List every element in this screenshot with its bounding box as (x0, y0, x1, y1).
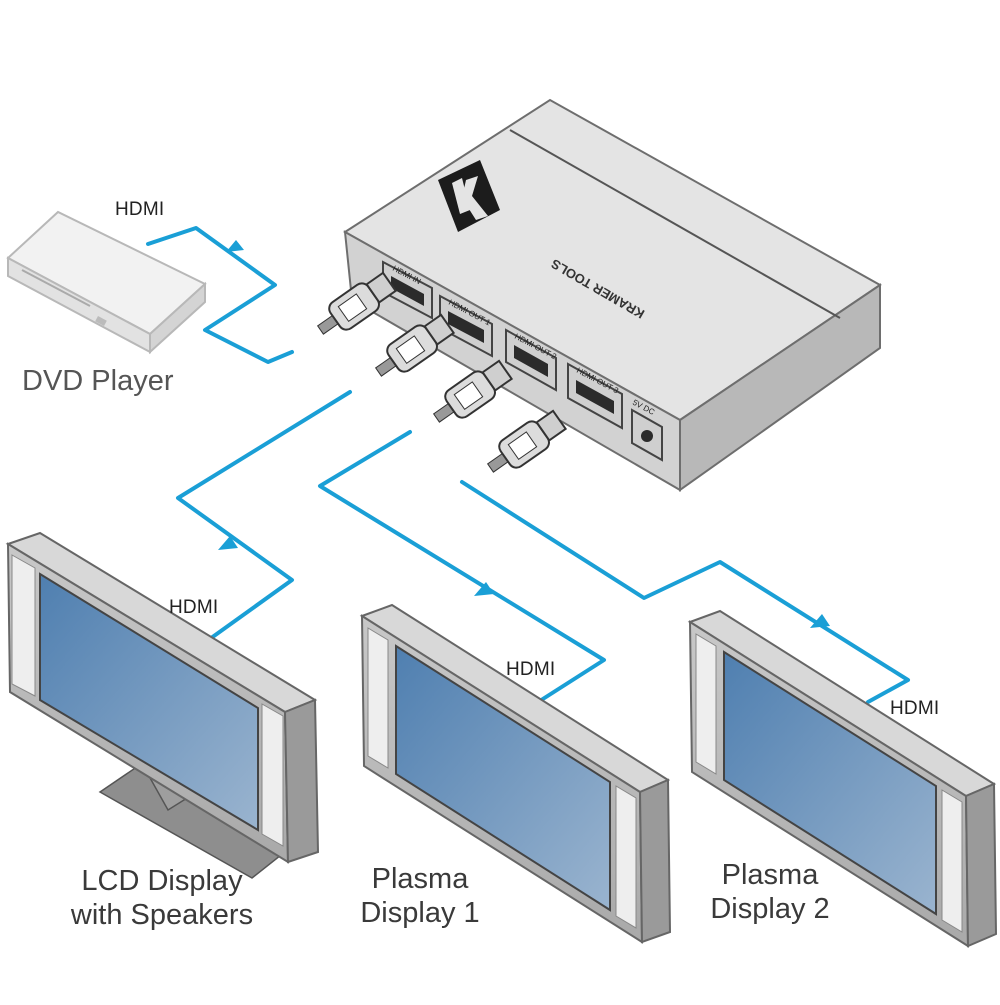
dvd-player-caption: DVD Player (22, 365, 174, 397)
cables (146, 226, 910, 706)
caption-line: Display 2 (710, 893, 830, 925)
cable-out2-to-plasma1 (318, 430, 606, 706)
connector-in (316, 271, 398, 335)
arrow-icon (218, 536, 238, 550)
caption-line: Display 1 (360, 897, 480, 929)
hdmi-label-source: HDMI (115, 199, 165, 220)
cable-dvd-to-splitter (146, 226, 294, 364)
connector-out-1 (374, 313, 456, 377)
hdmi-connectors (316, 271, 568, 473)
splitter-device: KRAMER TOOLS HDMI IN HDMI OUT 1 HDMI OUT… (343, 98, 882, 492)
arrow-icon (474, 582, 494, 596)
kramer-logo (438, 160, 500, 232)
caption-line: Plasma (721, 859, 819, 891)
arrow-icon (226, 240, 244, 252)
hdmi-label-plasma-1: HDMI (506, 659, 556, 680)
cable-arrows (218, 240, 830, 628)
connector-out-3 (486, 409, 568, 473)
caption-line: with Speakers (70, 899, 254, 931)
connector-out-2 (432, 359, 514, 423)
hdmi-label-lcd: HDMI (169, 597, 219, 618)
plasma-display-1-caption: Plasma Display 1 (340, 862, 500, 930)
caption-line: LCD Display (81, 865, 243, 897)
caption-line: Plasma (371, 863, 469, 895)
lcd-display-icon (5, 531, 320, 879)
plasma-display-2-icon (687, 609, 998, 948)
port-hdmi-in: HDMI IN (382, 260, 433, 320)
lcd-display-caption: LCD Display with Speakers (52, 864, 272, 932)
cable-out3-to-plasma2 (460, 480, 910, 704)
dvd-player-icon (6, 210, 207, 355)
plasma-display-2-caption: Plasma Display 2 (690, 858, 850, 926)
arrow-icon (810, 614, 830, 628)
port-hdmi-out-3: HDMI OUT 3 (567, 362, 623, 430)
port-power-dc: 5V DC (631, 398, 663, 462)
cable-out1-to-lcd (176, 390, 352, 648)
plasma-display-1-icon (359, 603, 672, 944)
hdmi-label-plasma-2: HDMI (890, 698, 940, 719)
